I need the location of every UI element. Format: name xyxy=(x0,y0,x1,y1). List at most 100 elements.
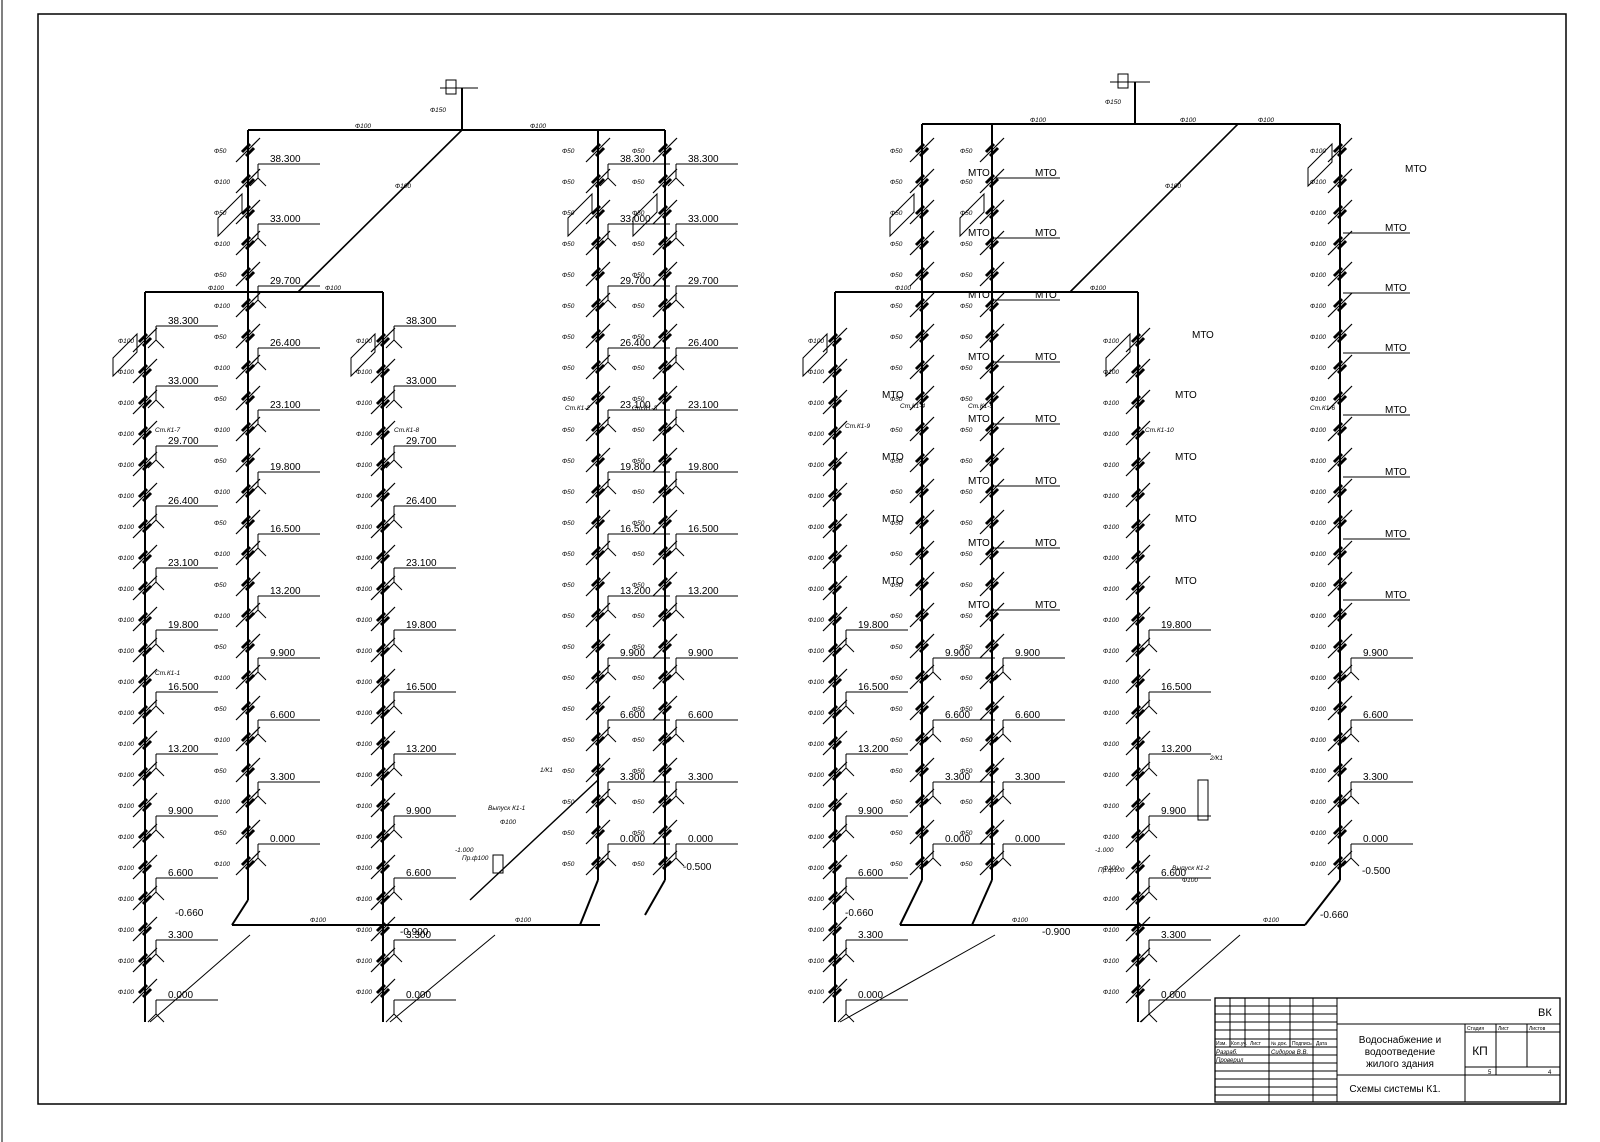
fitting-r3 xyxy=(979,726,1005,752)
diameter-r4: Ф100 xyxy=(1103,462,1119,469)
fitting-hatch xyxy=(988,394,1000,406)
diameter-r5: Ф100 xyxy=(1310,489,1326,496)
diameter-r3: Ф50 xyxy=(960,210,973,217)
fitting-hatch xyxy=(827,394,839,406)
fitting-hatch xyxy=(831,956,843,968)
fitting-l1 xyxy=(132,885,158,911)
fitting-hatch xyxy=(984,297,996,309)
fitting-hatch xyxy=(594,394,606,406)
diameter-r4: Ф100 xyxy=(1103,741,1119,748)
diameter-l5: Ф50 xyxy=(632,520,645,527)
fitting-r3 xyxy=(979,199,1005,225)
fitting-l4 xyxy=(585,292,611,318)
diameter-l2: Ф100 xyxy=(214,737,230,744)
fitting-hatch xyxy=(141,956,153,968)
fitting-l2 xyxy=(235,633,261,659)
riser-label-3: Ст.К1-5 xyxy=(968,403,993,410)
diameter-r2: Ф50 xyxy=(890,861,903,868)
fitting-hatch xyxy=(375,580,387,592)
diameter-l2: Ф100 xyxy=(214,303,230,310)
fitting-hatch xyxy=(827,859,839,871)
level-arrow xyxy=(1002,671,1012,681)
fitting-hatch xyxy=(590,390,602,402)
level-inner-2: 29.700 xyxy=(270,276,301,287)
fitting-l5 xyxy=(652,633,678,659)
fitting-hatch xyxy=(831,584,843,596)
diameter-r5: Ф100 xyxy=(1310,148,1326,155)
fitting-l1 xyxy=(132,575,158,601)
diameter-l1: Ф100 xyxy=(118,617,134,624)
fitting-hatch xyxy=(244,518,256,530)
fitting-l2 xyxy=(235,509,261,535)
fixture-1 xyxy=(959,192,985,238)
level-arrow xyxy=(155,339,165,349)
fitting-l3 xyxy=(370,978,396,1004)
fitting-hatch xyxy=(141,863,153,875)
level-arrow xyxy=(845,891,855,901)
fitting-l2 xyxy=(235,757,261,783)
diameter-l5: Ф50 xyxy=(632,303,645,310)
level-right-b-1: 33.000 xyxy=(688,214,719,225)
section-label: 1/К1 xyxy=(540,767,553,774)
diameter-l2: Ф100 xyxy=(214,861,230,868)
level-arrow xyxy=(257,733,267,743)
fitting-hatch xyxy=(1134,367,1146,379)
fitting-hatch xyxy=(657,700,669,712)
fitting-l3 xyxy=(370,761,396,787)
fitting-hatch xyxy=(137,332,149,344)
level-arrow xyxy=(155,829,165,839)
level-arrow xyxy=(1148,1013,1158,1023)
diameter-r2: Ф50 xyxy=(890,396,903,403)
fitting-r1 xyxy=(822,358,848,384)
fitting-hatch xyxy=(661,394,673,406)
diagonal-collector xyxy=(297,129,463,293)
fitting-hatch xyxy=(914,266,926,278)
diameter-r5: Ф100 xyxy=(1310,706,1326,713)
diameter-r3: Ф50 xyxy=(960,427,973,434)
fitting-hatch xyxy=(244,580,256,592)
fitting-hatch xyxy=(379,677,391,689)
diameter-r2: Ф50 xyxy=(890,365,903,372)
level-outer-5: 19.800 xyxy=(168,620,199,631)
bottom-main-diameter-b: Ф100 xyxy=(1263,917,1279,924)
fitting-hatch xyxy=(590,328,602,340)
level-outer-0: 38.300 xyxy=(168,316,199,327)
fitting-hatch xyxy=(244,208,256,220)
mto-right-5: МТО xyxy=(1385,529,1407,540)
fitting-hatch xyxy=(244,673,256,685)
diameter-r3: Ф50 xyxy=(960,613,973,620)
fitting-l1 xyxy=(132,978,158,1004)
fitting-hatch xyxy=(1332,514,1344,526)
fitting-hatch xyxy=(1130,642,1142,654)
fitting-r3 xyxy=(979,819,1005,845)
fitting-hatch xyxy=(137,580,149,592)
fitting-hatch xyxy=(988,580,1000,592)
level-arrow xyxy=(675,299,685,309)
diameter-l4: Ф50 xyxy=(562,272,575,279)
fitting-l5 xyxy=(652,199,678,225)
fitting-l5 xyxy=(652,292,678,318)
level-right-b-5: 19.800 xyxy=(688,462,719,473)
fitting-hatch xyxy=(375,425,387,437)
fitting-r3 xyxy=(979,509,1005,535)
diameter-r3: Ф50 xyxy=(960,644,973,651)
fitting-hatch xyxy=(984,452,996,464)
diameter-r3: Ф50 xyxy=(960,768,973,775)
diameter-l3: Ф100 xyxy=(356,338,372,345)
fitting-hatch xyxy=(1130,828,1142,840)
fitting-r1 xyxy=(822,699,848,725)
diameter-r4: Ф100 xyxy=(1103,679,1119,686)
diameter-r5: Ф100 xyxy=(1310,427,1326,434)
fitting-hatch xyxy=(827,828,839,840)
fitting-l4 xyxy=(585,416,611,442)
fitting-r1 xyxy=(822,916,848,942)
level-arrow xyxy=(675,177,685,187)
diameter-l4: Ф50 xyxy=(562,675,575,682)
diameter-l5: Ф50 xyxy=(632,582,645,589)
fitting-r3 xyxy=(979,850,1005,876)
fitting-hatch xyxy=(661,642,673,654)
fitting-hatch xyxy=(240,390,252,402)
outlet-diagonal xyxy=(839,934,996,1023)
fitting-hatch xyxy=(661,239,673,251)
fitting-r1 xyxy=(822,637,848,663)
